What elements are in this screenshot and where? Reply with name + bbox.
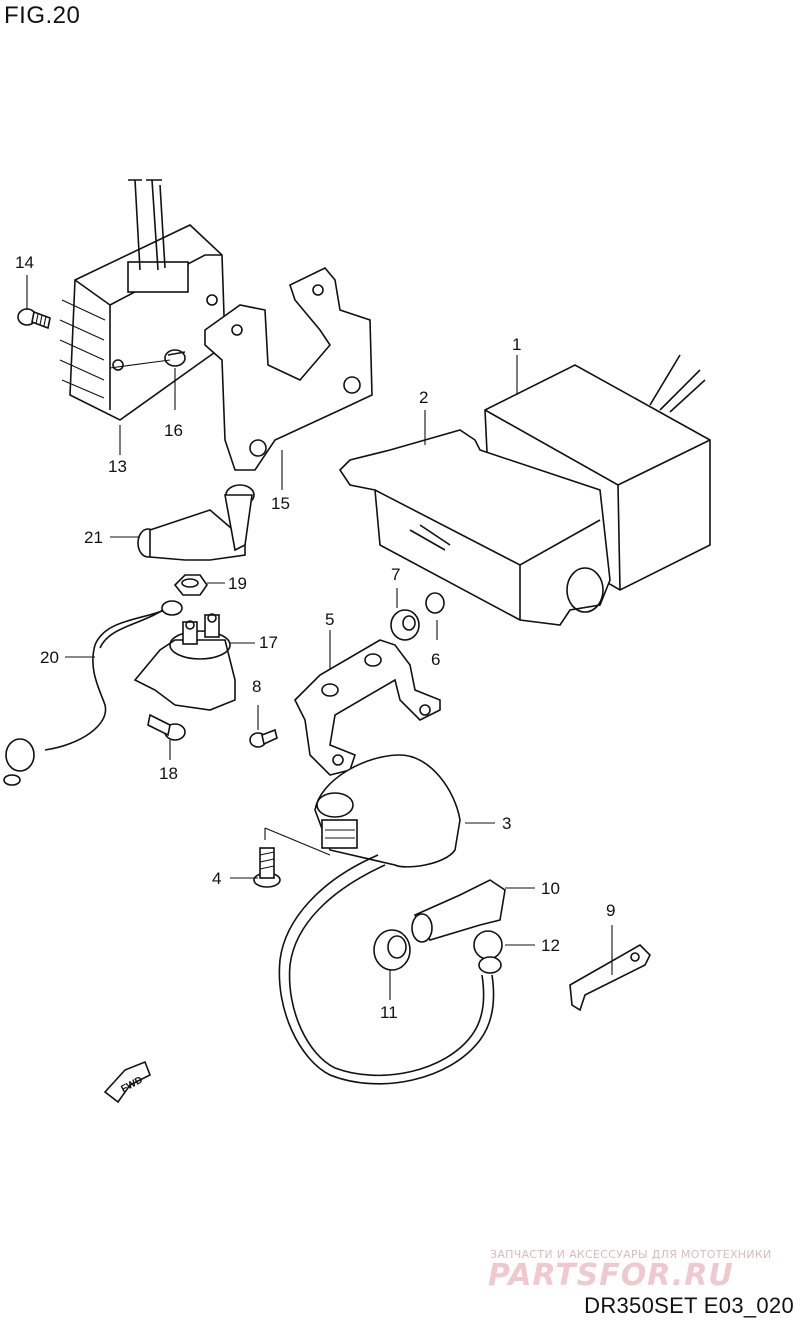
callout-15: 15: [271, 494, 290, 513]
callout-8: 8: [252, 677, 261, 696]
callout-9: 9: [606, 901, 615, 920]
part-15-bracket: [204, 267, 373, 471]
callout-4: 4: [212, 869, 221, 888]
callout-18: 18: [159, 764, 178, 783]
part-19-nut: [173, 574, 208, 596]
part-11-grommet: [373, 929, 411, 971]
part-3-ignition-coil: [264, 754, 461, 868]
callout-21: 21: [84, 528, 103, 547]
callout-17: 17: [259, 633, 278, 652]
callout-14: 14: [15, 253, 34, 272]
callout-19: 19: [228, 574, 247, 593]
forward-arrow-icon: FWD: [103, 1060, 152, 1104]
part-21-coupler: [137, 484, 255, 561]
part-20-lead: [3, 600, 183, 786]
part-14-screw: [17, 308, 51, 330]
callout-5: 5: [325, 610, 334, 629]
callout-20: 20: [40, 648, 59, 667]
callout-16: 16: [164, 421, 183, 440]
watermark-tagline: ЗАПЧАСТИ И АКСЕССУАРЫ ДЛЯ МОТОТЕХНИКИ: [490, 1248, 772, 1261]
part-6-collar: [425, 592, 445, 614]
callout-7: 7: [391, 565, 400, 584]
watermark-logo: PARTSFOR.RU: [488, 1258, 734, 1293]
part-10-plug-cap: [278, 854, 506, 1085]
part-13-regulator: [59, 179, 226, 421]
diagram-code: DR350SET E03_020: [584, 1293, 794, 1318]
part-18-bolt: [147, 713, 186, 741]
part-7-grommet: [390, 609, 420, 641]
part-8-bolt: [249, 728, 278, 748]
callout-12: 12: [541, 936, 560, 955]
part-16-bolt: [109, 349, 186, 369]
part-9-clamp: [569, 944, 651, 1012]
callout-2: 2: [419, 388, 428, 407]
callout-labels: 1 2 3 4 5 6 7 8 9 10 11 12 13 14 15 16 1…: [15, 253, 615, 1022]
callout-6: 6: [431, 650, 440, 669]
part-12-seal: [473, 930, 503, 974]
part-4-screw: [253, 847, 281, 888]
figure-title: FIG.20: [4, 2, 81, 29]
callout-11: 11: [380, 1003, 398, 1022]
callout-3: 3: [502, 814, 511, 833]
leader-lines: [26, 275, 613, 1000]
callout-1: 1: [512, 335, 521, 354]
part-5-bracket: [294, 639, 441, 776]
part-17-relay: [133, 613, 236, 711]
callout-13: 13: [108, 457, 127, 476]
callout-10: 10: [541, 879, 560, 898]
